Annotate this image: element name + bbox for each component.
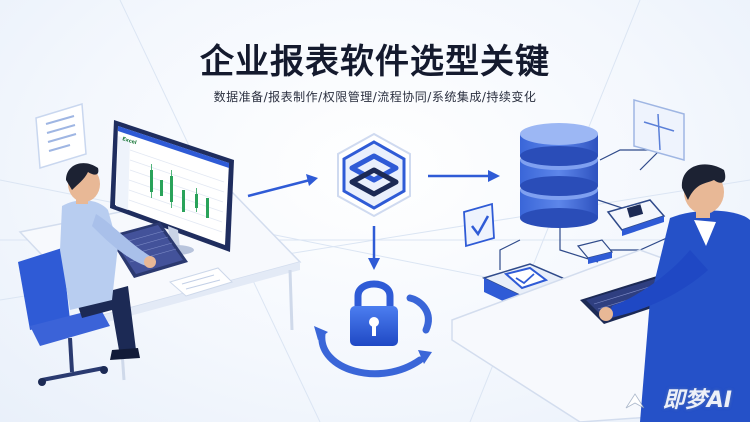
monitor-app-label: Excel: [121, 136, 137, 146]
database-icon: [520, 123, 598, 228]
left-person: [18, 163, 156, 386]
monitor: [110, 120, 234, 255]
chart-card-icon: [633, 99, 685, 161]
flow-arrow-left: [247, 174, 318, 198]
flow-arrow-right: [428, 170, 500, 182]
hexagon-logo-icon: [337, 132, 411, 218]
flow-arrow-down: [368, 226, 380, 270]
node-box-icon: [576, 239, 614, 264]
page-title: 企业报表软件选型关键: [200, 42, 550, 82]
chip-icon: [606, 199, 666, 236]
watermark-text: 即梦AI: [662, 388, 732, 413]
right-person: [599, 164, 750, 422]
watermark-logo-icon: [625, 393, 645, 409]
padlock-icon: [350, 280, 398, 346]
page-subtitle: 数据准备/报表制作/权限管理/流程协同/系统集成/持续变化: [213, 90, 537, 104]
checkmark-card-icon: [463, 202, 495, 248]
sync-arrows-icon: [314, 294, 432, 378]
left-keyboard: [108, 222, 188, 278]
document-icon: [35, 103, 87, 169]
